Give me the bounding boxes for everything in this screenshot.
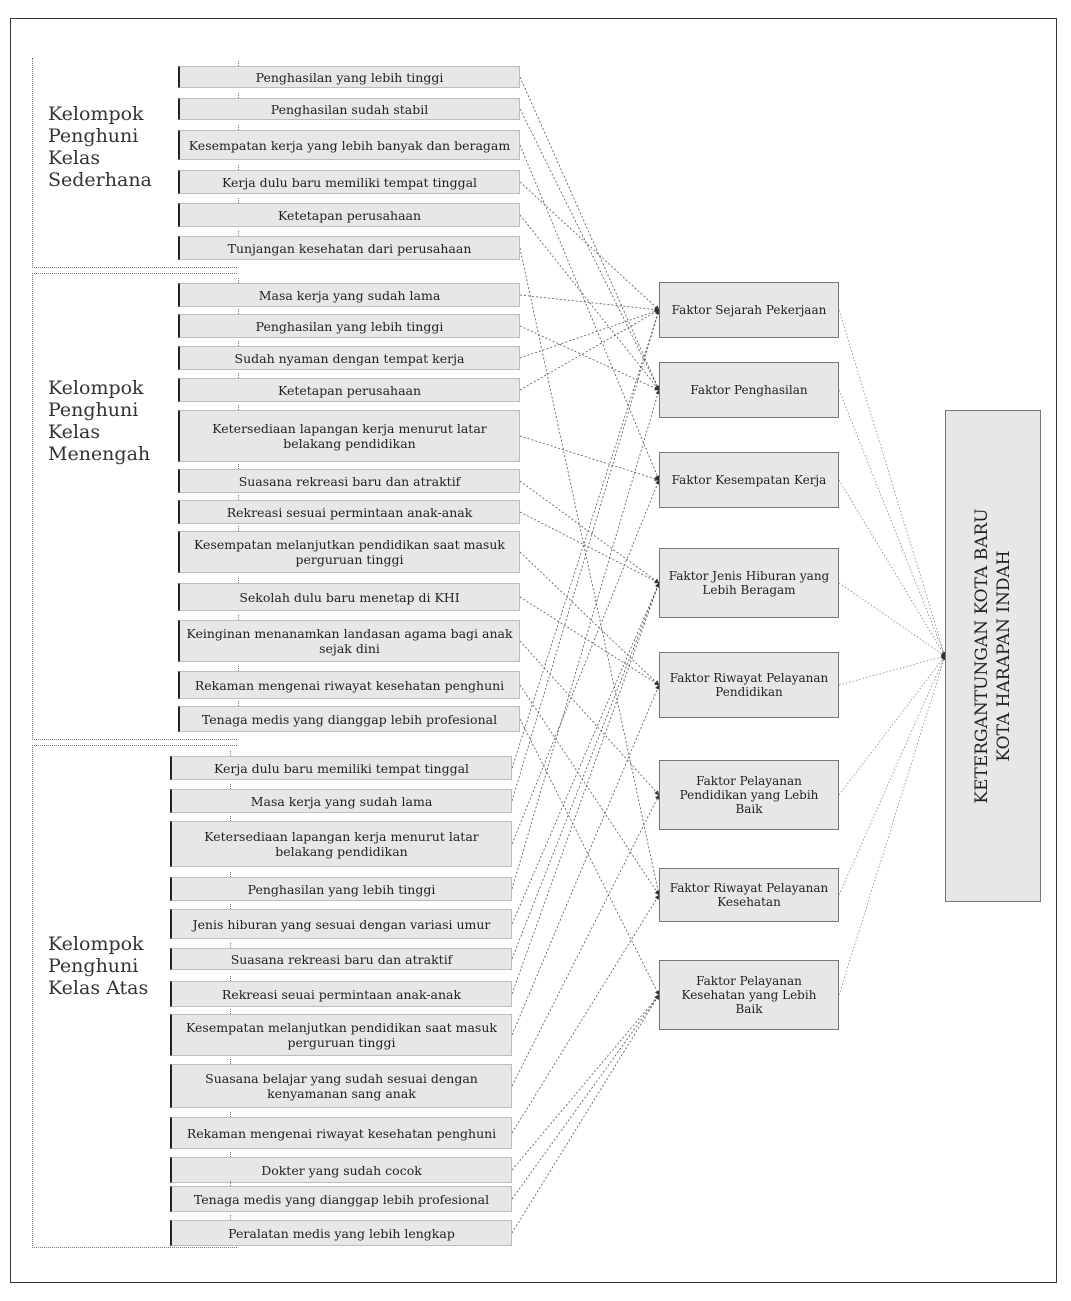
item-g3-5: Jenis hiburan yang sesuai dengan variasi… [170, 904, 512, 939]
connector-g3-13 [511, 994, 660, 1234]
factor-penghasilan: Faktor Penghasilan [659, 362, 839, 418]
factor-sejarah-pekerjaan: Faktor Sejarah Pekerjaan [659, 282, 839, 338]
item-g1-3: Kesempatan kerja yang lebih banyak dan b… [178, 125, 520, 160]
connector-factor-1 [838, 309, 946, 657]
connector-factor-2 [838, 389, 946, 657]
item-g2-1: Masa kerja yang sudah lama [178, 278, 520, 307]
factor-riwayat-kesehatan: Faktor Riwayat Pelayanan Kesehatan [659, 868, 839, 922]
group-label-sederhana: Kelompok Penghuni Kelas Sederhana [48, 103, 152, 191]
factor-pelayanan-kesehatan: Faktor Pelayanan Kesehatan yang Lebih Ba… [659, 960, 839, 1030]
item-g2-8: Kesempatan melanjutkan pendidikan saat m… [178, 526, 520, 573]
connector-g1-4 [519, 181, 660, 311]
connector-g1-1 [519, 76, 660, 391]
factor-pelayanan-pendidikan: Faktor Pelayanan Pendidikan yang Lebih B… [659, 760, 839, 830]
factor-riwayat-pendidikan: Faktor Riwayat Pelayanan Pendidikan [659, 652, 839, 718]
outcome-text: KETERGANTUNGAN KOTA BARU KOTA HARAPAN IN… [972, 508, 1014, 804]
factor-jenis-hiburan: Faktor Jenis Hiburan yang Lebih Beragam [659, 548, 839, 618]
connector-g2-2 [519, 325, 660, 391]
connector-factor-5 [838, 654, 946, 686]
item-g3-2: Masa kerja yang sudah lama [170, 784, 512, 813]
item-g2-6: Suasana rekreasi baru dan atraktif [178, 464, 520, 493]
connector-g1-3 [519, 144, 660, 481]
connector-g3-2 [511, 309, 661, 802]
connector-g3-8 [511, 684, 660, 1036]
item-g2-11: Rekaman mengenai riwayat kesehatan pengh… [178, 666, 520, 699]
connector-g2-1 [519, 294, 660, 312]
group-label-atas: Kelompok Penghuni Kelas Atas [48, 933, 149, 999]
connector-g2-12 [519, 718, 660, 996]
item-g1-1: Penghasilan yang lebih tinggi [178, 61, 520, 88]
item-g3-8: Kesempatan melanjutkan pendidikan saat m… [170, 1009, 512, 1056]
item-g3-9: Suasana belajar yang sudah sesuai dengan… [170, 1059, 512, 1108]
connector-g3-6 [511, 582, 660, 960]
connector-g2-9 [519, 596, 660, 686]
group-bracket-sederhana [32, 58, 237, 268]
connector-g3-1 [511, 309, 660, 769]
item-g3-1: Kerja dulu baru memiliki tempat tinggal [170, 751, 512, 780]
item-g1-6: Tunjangan kesehatan dari perusahaan [178, 231, 520, 260]
item-g2-4: Ketetapan perusahaan [178, 373, 520, 402]
connector-g2-3 [519, 309, 660, 359]
item-g3-11: Dokter yang sudah cocok [170, 1152, 512, 1183]
outcome-box: KETERGANTUNGAN KOTA BARU KOTA HARAPAN IN… [945, 410, 1041, 902]
connector-g1-5 [519, 214, 660, 391]
connector-g3-7 [511, 582, 660, 995]
connector-g3-10 [511, 894, 660, 1134]
item-g2-10: Keinginan menanamkan landasan agama bagi… [178, 615, 520, 662]
connector-g2-5 [519, 435, 660, 481]
item-g3-6: Suasana rekreasi baru dan atraktif [170, 943, 512, 970]
connector-factor-3 [838, 479, 946, 657]
connector-g3-4 [511, 389, 661, 890]
connector-g3-11 [511, 994, 660, 1171]
item-g1-4: Kerja dulu baru memiliki tempat tinggal [178, 165, 520, 194]
connector-factor-7 [838, 655, 946, 896]
connector-g3-3 [511, 479, 660, 845]
item-g1-2: Penghasilan sudah stabil [178, 93, 520, 120]
connector-factor-6 [838, 655, 946, 796]
item-g3-7: Rekreasi seuai permintaan anak-anak [170, 976, 512, 1007]
connector-g2-11 [519, 684, 660, 896]
item-g2-2: Penghasilan yang lebih tinggi [178, 309, 520, 338]
item-g3-4: Penghasilan yang lebih tinggi [170, 872, 512, 901]
connector-g2-4 [519, 309, 660, 391]
connector-g2-8 [519, 551, 660, 686]
item-g3-13: Peralatan medis yang lebih lengkap [170, 1215, 512, 1246]
diagram-frame [10, 18, 1057, 1283]
connector-g3-5 [511, 582, 660, 925]
item-g3-3: Ketersediaan lapangan kerja menurut lata… [170, 816, 512, 867]
connector-factor-4 [838, 582, 946, 657]
connector-g3-9 [511, 794, 660, 1087]
item-g3-10: Rekaman mengenai riwayat kesehatan pengh… [170, 1112, 512, 1149]
connector-g2-6 [519, 480, 660, 584]
item-g2-5: Ketersediaan lapangan kerja menurut lata… [178, 405, 520, 462]
connector-factor-8 [838, 655, 946, 996]
item-g2-9: Sekolah dulu baru menetap di KHI [178, 578, 520, 611]
item-g2-7: Rekreasi sesuai permintaan anak-anak [178, 495, 520, 524]
connector-g3-12 [511, 994, 660, 1200]
item-g1-5: Ketetapan perusahaan [178, 198, 520, 227]
group-bracket-atas [32, 745, 237, 1248]
item-g2-12: Tenaga medis yang dianggap lebih profesi… [178, 701, 520, 732]
group-label-menengah: Kelompok Penghuni Kelas Menengah [48, 377, 151, 465]
item-g3-12: Tenaga medis yang dianggap lebih profesi… [170, 1181, 512, 1212]
group-bracket-menengah [32, 273, 237, 740]
factor-kesempatan-kerja: Faktor Kesempatan Kerja [659, 452, 839, 508]
connector-g1-2 [519, 108, 660, 391]
connector-g2-10 [519, 640, 660, 796]
item-g2-3: Sudah nyaman dengan tempat kerja [178, 341, 520, 370]
